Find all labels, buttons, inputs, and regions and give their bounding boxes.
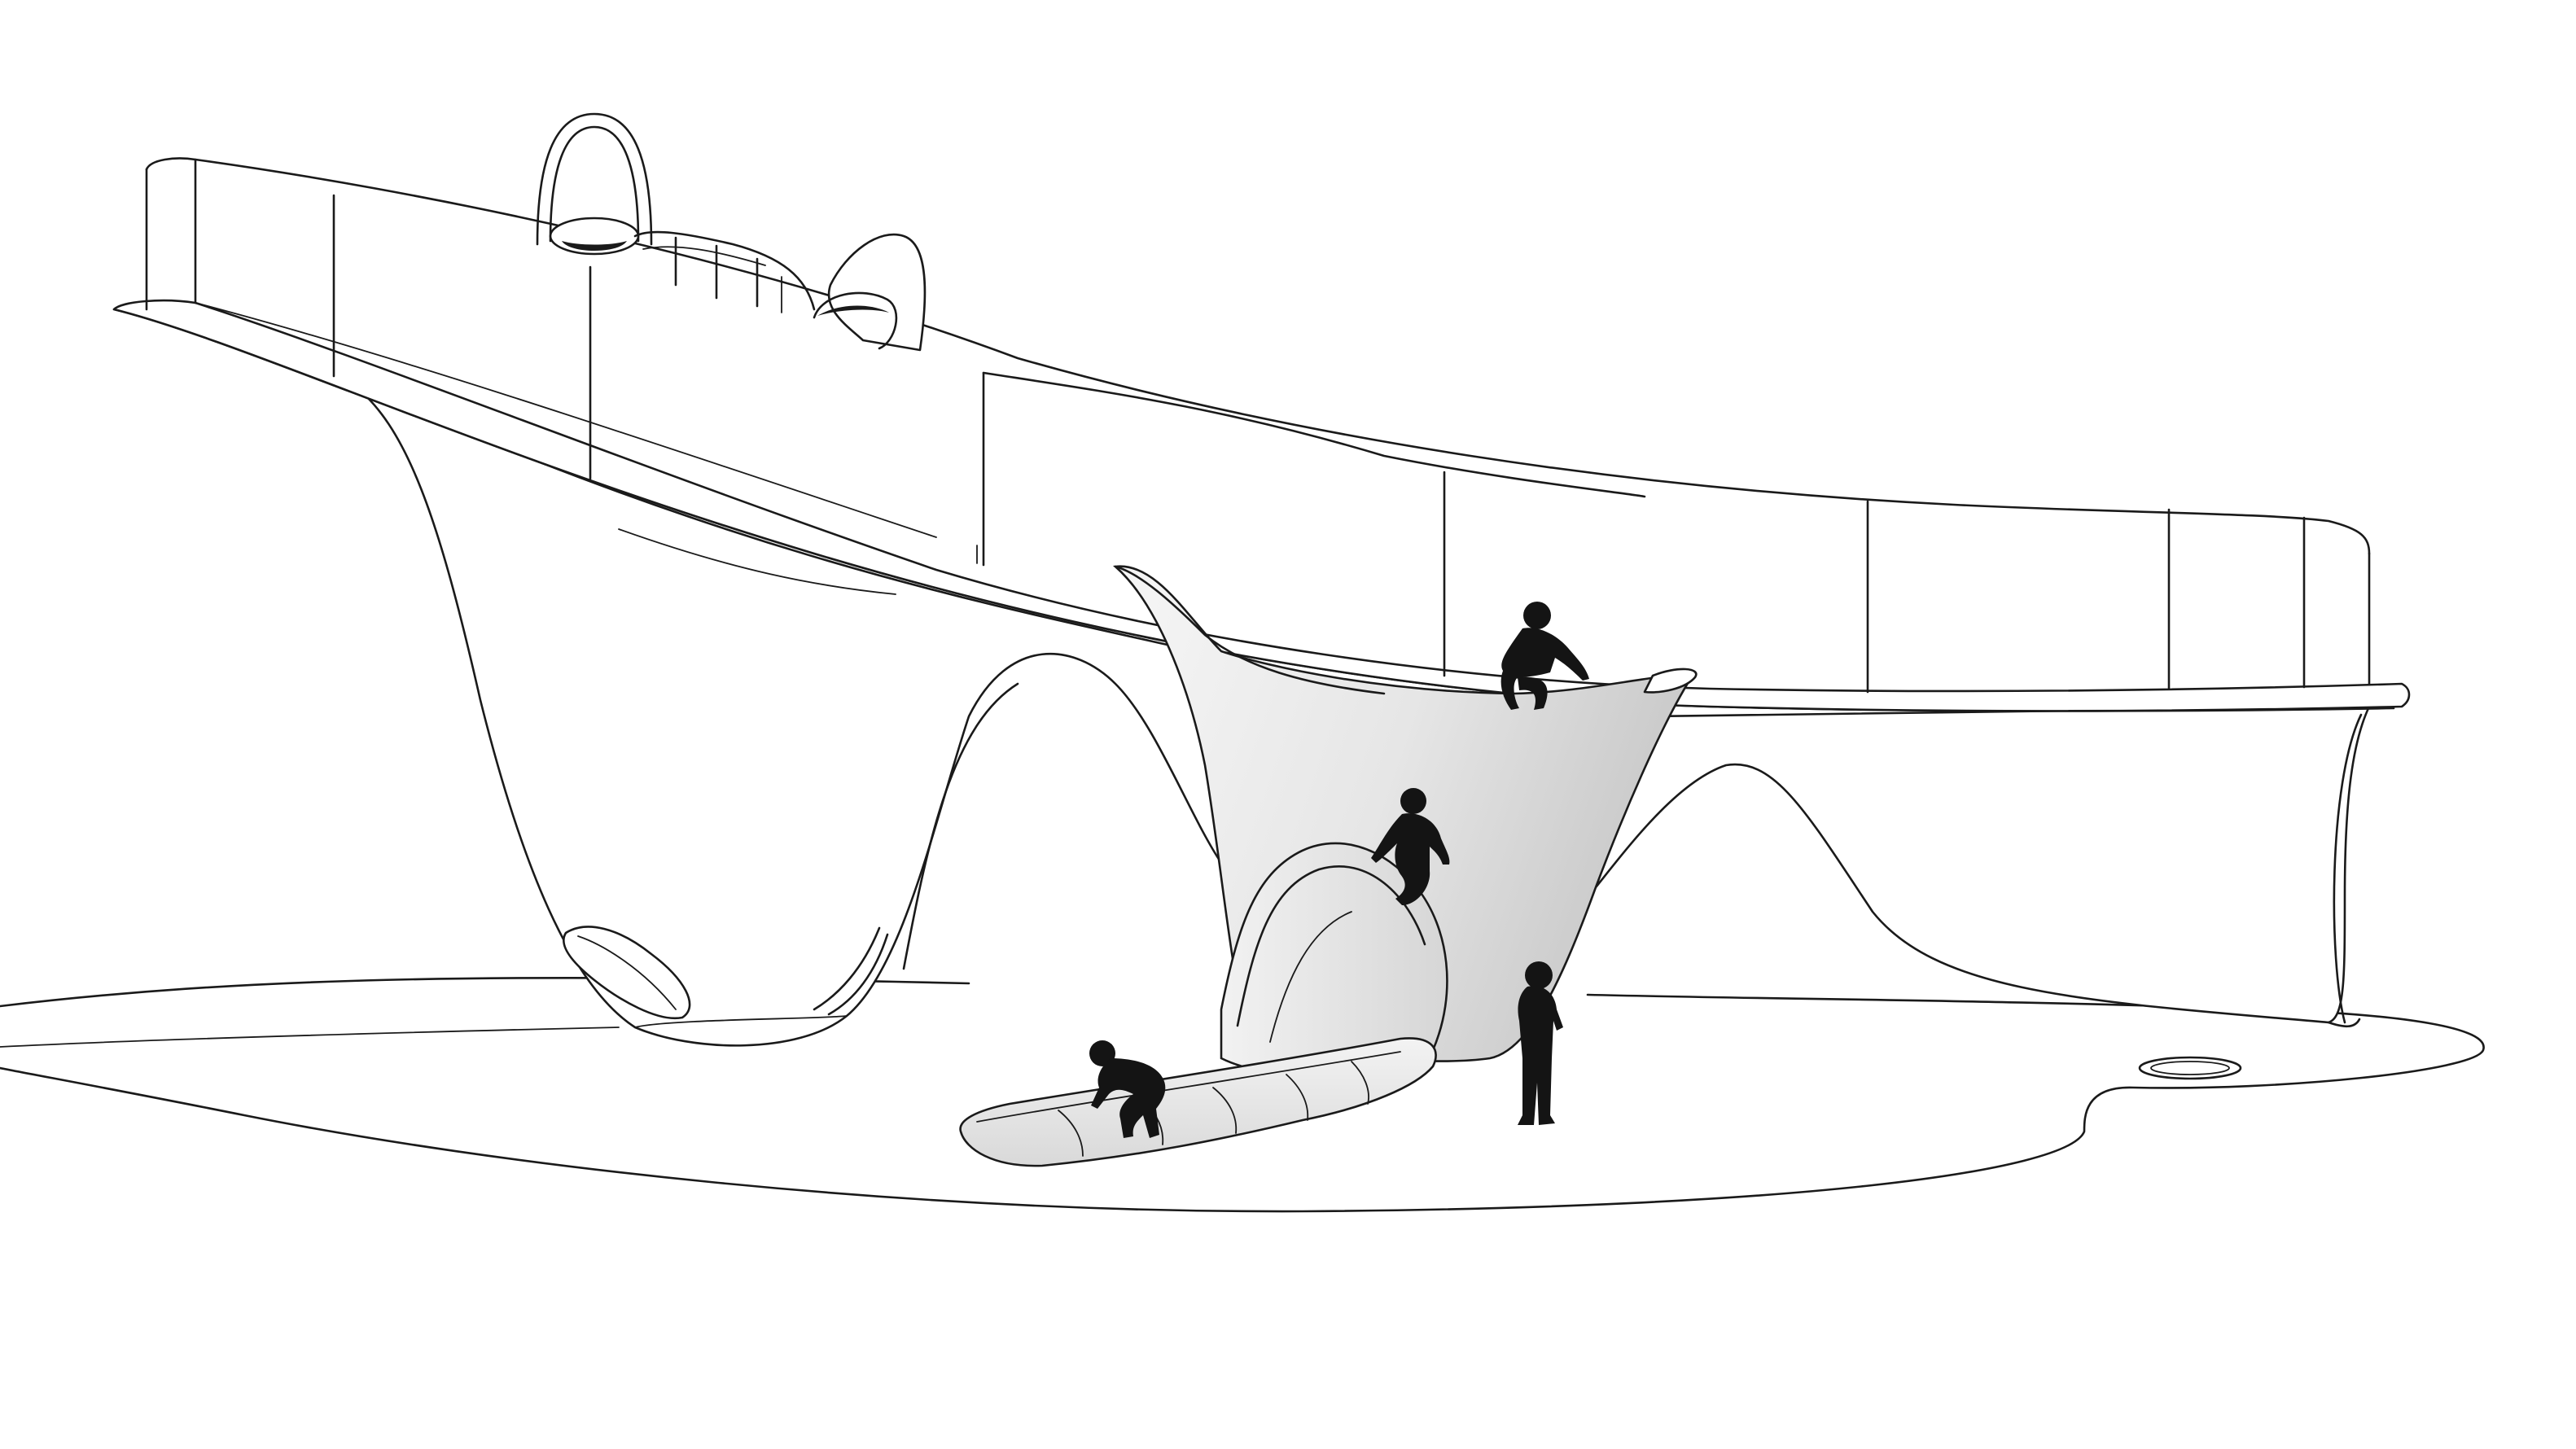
drain-cover: [2138, 1056, 2242, 1080]
tube-mouth-shadow: [562, 241, 627, 251]
right-support-leg: [1594, 705, 2371, 1024]
deck-inner-groove: [618, 528, 896, 595]
head: [1523, 602, 1551, 629]
stair-railing: [633, 230, 816, 313]
railing-mid: [642, 246, 766, 266]
right-leg-outer-edge: [2333, 713, 2363, 1024]
parapet-inner-edge: [145, 158, 197, 311]
tube-arch-outer: [536, 112, 653, 246]
child-standing: [1518, 961, 1563, 1125]
body: [1091, 1058, 1166, 1138]
tube-slide-entrance: [536, 112, 653, 256]
ground-edge-lower: [0, 1027, 620, 1048]
child-on-slide: [1371, 788, 1450, 905]
body: [1500, 628, 1589, 710]
legs: [1518, 676, 1548, 710]
body: [1371, 813, 1450, 905]
right-leg-foot: [2327, 1018, 2361, 1028]
parapet-panel-lines: [332, 194, 2306, 694]
tunnel-opening-left-inner: [577, 935, 677, 1010]
parapet-top-edge: [145, 157, 2371, 555]
funnel-lip: [1114, 565, 1386, 695]
tunnel-opening-right: [813, 926, 889, 1016]
tilted-tube-rim: [813, 291, 898, 350]
left-support-leg: [348, 381, 1223, 1047]
child-crouching-on-mat: [1089, 1040, 1166, 1138]
tilted-tube-slide: [813, 233, 927, 352]
head: [1525, 961, 1553, 989]
slide-chute-inner: [1269, 911, 1352, 1043]
mat-segment-line: [1212, 1087, 1238, 1134]
child-sitting-on-ledge: [1500, 602, 1589, 710]
tilted-tube-shadow: [817, 305, 889, 316]
body: [1518, 986, 1563, 1125]
landing-mat: [959, 1037, 1437, 1167]
mat-segment-line: [1058, 1110, 1084, 1157]
tube-arch-inner: [549, 125, 640, 243]
parapet-bottom-edge: [195, 302, 978, 564]
mat-segment-line: [1351, 1061, 1369, 1105]
deck-top-edge: [112, 299, 2411, 712]
left-leg-rim-curve: [634, 1015, 848, 1028]
left-leg-inner-arch: [902, 682, 1019, 970]
funnel-rim-right: [1643, 668, 1698, 694]
mat-segment-line: [1286, 1074, 1309, 1121]
upper-deck-rim: [982, 371, 1646, 498]
head: [1400, 788, 1426, 814]
tilted-tube-body: [827, 233, 927, 352]
tunnel-opening-left: [563, 926, 691, 1020]
railing-top: [633, 230, 816, 311]
drain-cover-inner: [2150, 1061, 2230, 1075]
